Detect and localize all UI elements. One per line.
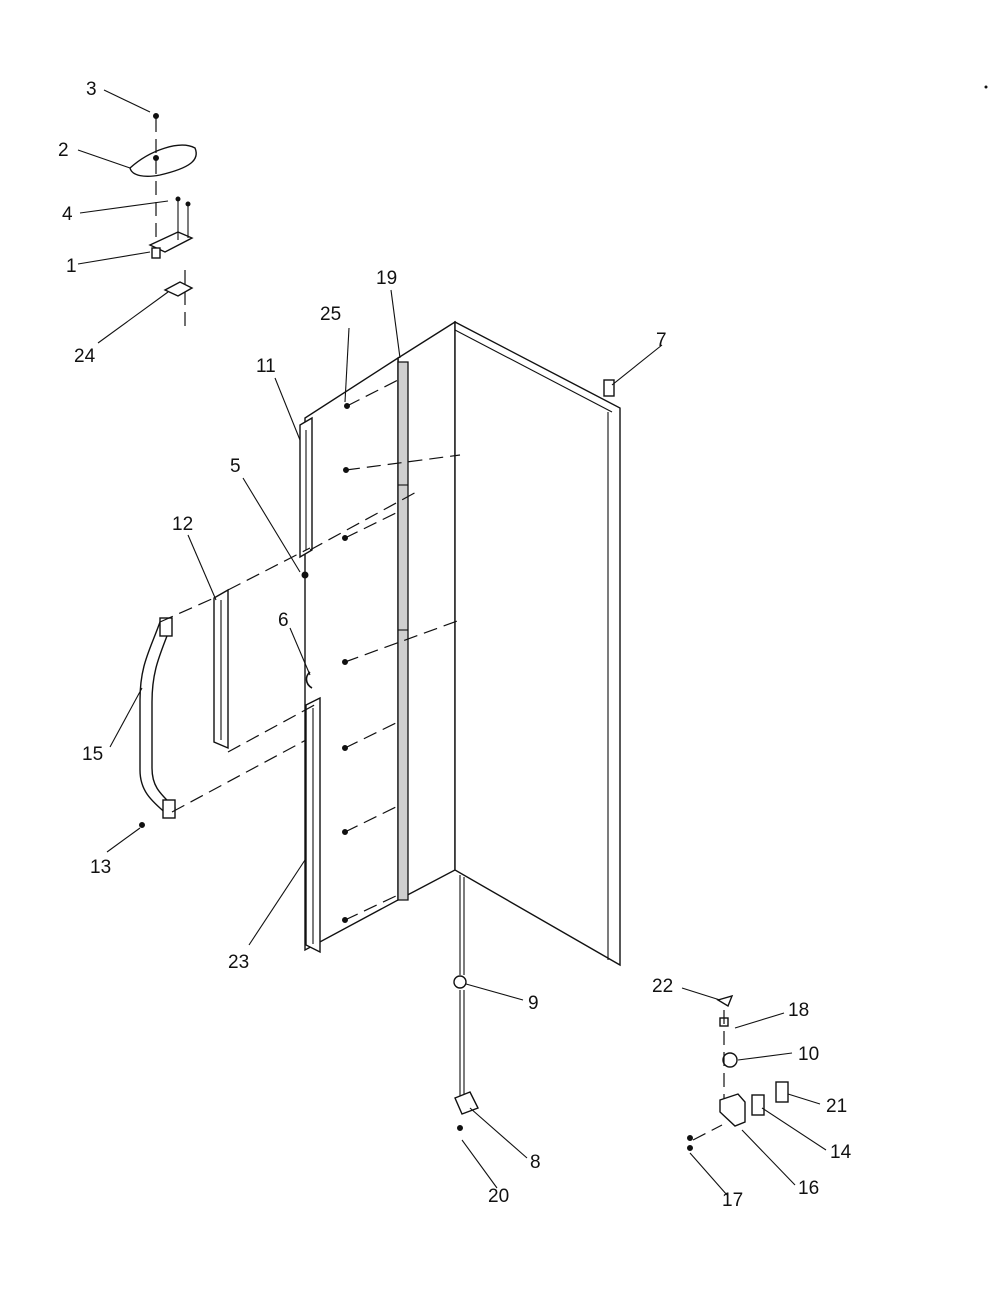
upper-door-strip <box>299 416 313 559</box>
label-25: 25 <box>320 304 341 325</box>
label-11: 11 <box>256 356 276 377</box>
lower-door-strip <box>305 696 321 954</box>
label-24: 24 <box>74 346 96 367</box>
top-hinge-assembly <box>129 113 197 330</box>
label-9: 9 <box>528 993 539 1014</box>
label-14: 14 <box>830 1142 852 1163</box>
alignment-lines <box>159 379 461 923</box>
door-panel <box>304 320 621 967</box>
label-13: 13 <box>90 857 111 878</box>
label-19: 19 <box>376 268 397 289</box>
label-20: 20 <box>488 1186 509 1207</box>
bottom-hinge-assembly <box>453 875 479 1131</box>
label-21: 21 <box>826 1096 847 1117</box>
stray-mark <box>984 85 988 89</box>
label-5: 5 <box>230 456 241 477</box>
label-6: 6 <box>278 610 289 631</box>
label-7: 7 <box>656 330 667 351</box>
label-22: 22 <box>652 976 673 997</box>
lower-hinge-kit <box>687 994 789 1151</box>
label-4: 4 <box>62 204 73 225</box>
label-1: 1 <box>66 256 77 277</box>
label-3: 3 <box>86 79 97 100</box>
label-17: 17 <box>722 1190 743 1211</box>
label-2: 2 <box>58 140 69 161</box>
door-stop-clip <box>603 379 615 397</box>
label-12: 12 <box>172 514 193 535</box>
label-8: 8 <box>530 1152 541 1173</box>
label-15: 15 <box>82 744 103 765</box>
label-18: 18 <box>788 1000 809 1021</box>
door-handle <box>139 617 177 819</box>
label-10: 10 <box>798 1044 819 1065</box>
leader-lines <box>77 89 827 1196</box>
part-labels: 3 2 4 1 24 25 19 11 7 5 12 6 15 13 23 9 … <box>58 79 852 1211</box>
label-23: 23 <box>228 952 249 973</box>
middle-door-strip <box>213 588 229 750</box>
label-16: 16 <box>798 1178 819 1199</box>
